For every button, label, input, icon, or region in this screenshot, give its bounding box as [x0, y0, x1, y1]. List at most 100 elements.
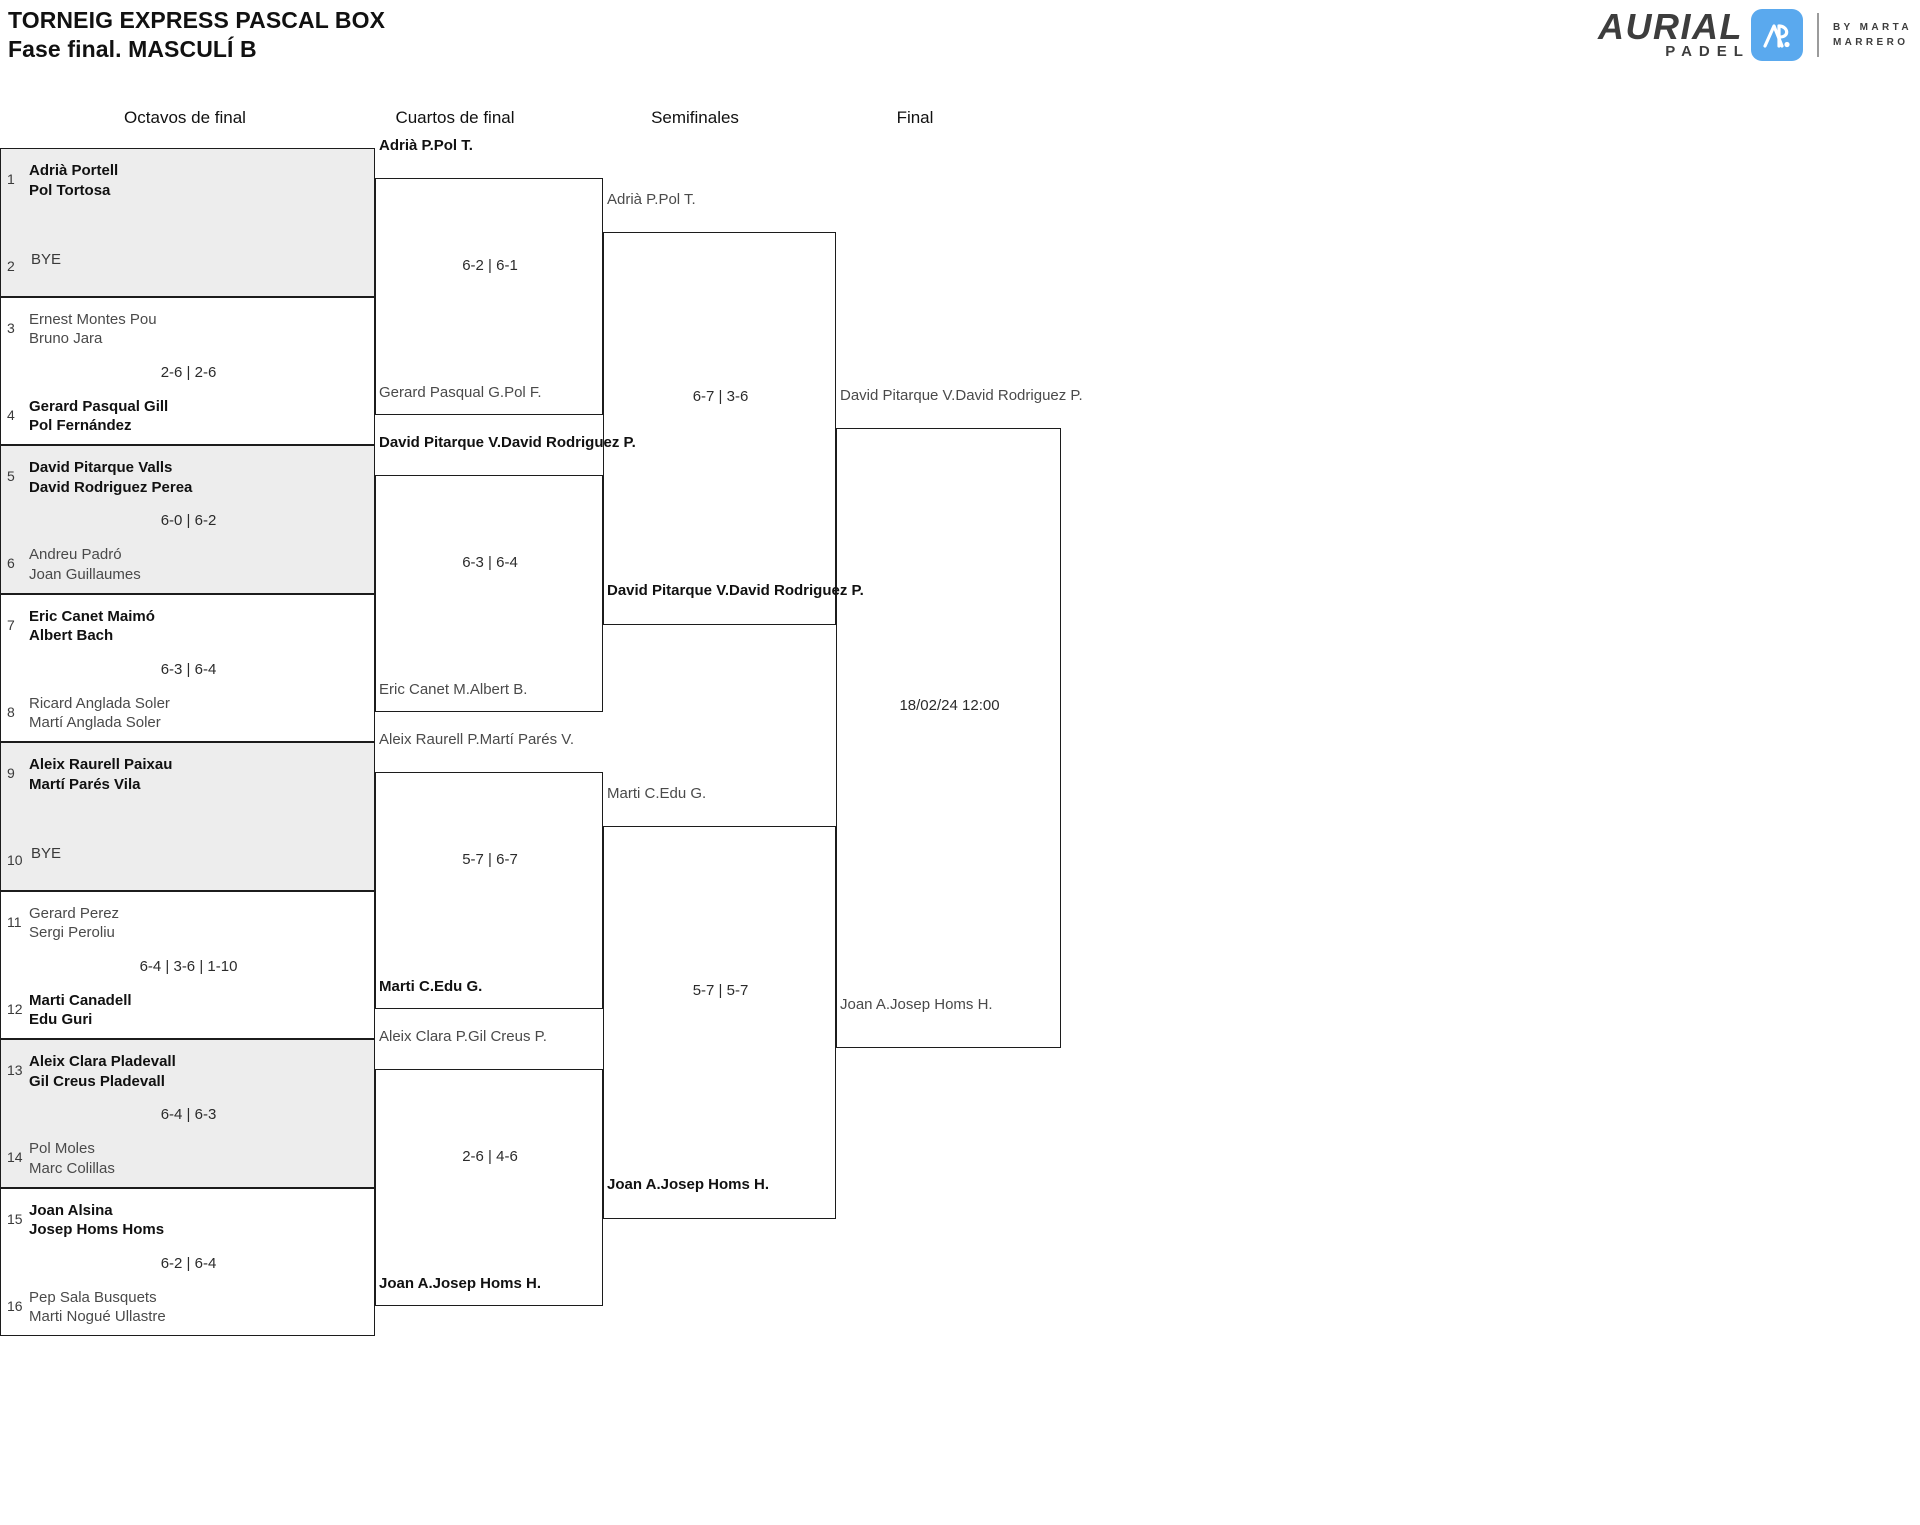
competitor-names: Joan A.Josep Homs H.: [607, 1175, 769, 1195]
seed-number: 6: [7, 555, 15, 571]
player-name-1: Marti C.: [607, 785, 660, 802]
match-score: 6-4 | 3-6 | 1-10: [139, 957, 238, 975]
player-name-1: Ernest Montes Pou: [29, 310, 157, 328]
match-score: 6-4 | 6-3: [160, 1106, 217, 1123]
player-name-1: Gerard Pasqual Gill: [29, 397, 169, 415]
seed-number: 3: [7, 319, 15, 336]
seed-number: 9: [7, 765, 15, 781]
player-name-1: David Pitarque V.: [379, 434, 501, 451]
seed-number: 1: [7, 171, 15, 187]
player-name-2: Marti Nogué Ullastre: [29, 1308, 166, 1325]
competitor-names: Joan A.Josep Homs H.: [379, 1274, 541, 1294]
competitor-names: Marti C.Edu G.: [607, 784, 706, 804]
match-connector-semifinal[interactable]: 5-7 | 5-7: [603, 826, 836, 1219]
player-name-1: Joan A.: [379, 1274, 433, 1292]
seed-number: 13: [7, 1062, 23, 1078]
match-connector-cuartos[interactable]: 5-7 | 6-7: [375, 772, 603, 1009]
match-connector-cuartos[interactable]: 6-3 | 6-4: [375, 475, 603, 712]
player-name-1: Pep Sala Busquets: [29, 1288, 157, 1306]
competitor-names: Aleix Clara P.Gil Creus P.: [379, 1027, 547, 1047]
bye-label: BYE: [31, 251, 62, 268]
match-connector-cuartos[interactable]: 2-6 | 4-6: [375, 1069, 603, 1306]
match-score: 6-7 | 3-6: [692, 387, 749, 405]
round-header-cuartos: Cuartos de final: [395, 108, 515, 127]
match-connector-final[interactable]: 18/02/24 12:00: [836, 428, 1061, 1048]
player-name-1: Eric Canet Maimó: [29, 607, 155, 625]
player-name-1: Aleix Raurell Paixau: [29, 756, 173, 773]
logo-sub-text: PADEL: [1665, 43, 1750, 60]
match-score: 5-7 | 5-7: [692, 981, 749, 999]
player-name-1: Gerard Pasqual G.: [379, 383, 505, 401]
match-connector-cuartos[interactable]: 6-2 | 6-1: [375, 178, 603, 415]
player-name-2: David Rodriguez Perea: [29, 478, 193, 496]
player-name-1: Eric Canet M.: [379, 680, 470, 698]
match-score: 2-6 | 2-6: [160, 363, 217, 381]
logo-byline-1: BY MARTA: [1832, 22, 1912, 33]
player-name-2: Bruno Jara: [29, 330, 103, 347]
player-name-2: Gil Creus P.: [467, 1028, 547, 1045]
player-name-1: Adrià P.: [379, 137, 434, 154]
player-name-1: Gerard Perez: [29, 904, 120, 922]
match-score: 6-2 | 6-4: [160, 1254, 217, 1272]
player-name-2: Josep Homs H.: [890, 996, 993, 1013]
player-name-1: David Pitarque V.: [840, 387, 956, 404]
round-header-final: Final: [896, 108, 934, 127]
match-score: 2-6 | 4-6: [462, 1148, 518, 1166]
player-name-2: Edu G.: [434, 977, 483, 995]
round-header-semifinales: Semifinales: [651, 108, 739, 127]
player-name-1: Aleix Clara P.: [379, 1028, 468, 1045]
match-connector-semifinal[interactable]: 6-7 | 3-6: [603, 232, 836, 625]
player-name-2: Josep Homs H.: [660, 1176, 769, 1193]
player-name-1: Aleix Clara Pladevall: [29, 1053, 176, 1070]
tournament-title: TORNEIG EXPRESS PASCAL BOX: [8, 7, 386, 33]
player-name-1: Joan A.: [840, 996, 891, 1013]
seed-number: 15: [7, 1210, 23, 1227]
logo-byline-2: MARRERO: [1832, 37, 1909, 48]
competitor-names: Aleix Raurell P.Martí Parés V.: [379, 730, 574, 750]
player-name-2: Pol T.: [433, 137, 473, 154]
player-name-2: Pol Fernández: [29, 417, 132, 434]
player-name-1: Aleix Raurell P.: [379, 731, 480, 748]
player-name-2: Josep Homs H.: [432, 1274, 541, 1292]
seed-number: 16: [7, 1297, 23, 1314]
player-name-2: David Rodriguez P.: [501, 434, 636, 451]
logo-wordmark: AURIAL PADEL: [1598, 9, 1743, 60]
seed-number: 5: [7, 468, 15, 484]
player-name-2: Martí Parés V.: [479, 731, 575, 748]
player-name-1: Joan Alsina: [29, 1201, 113, 1219]
match-score: 6-0 | 6-2: [160, 512, 217, 529]
competitor-names: Adrià P.Pol T.: [379, 136, 473, 156]
competitor-names: David Pitarque V.David Rodriguez P.: [379, 433, 636, 453]
player-name-1: Andreu Padró: [29, 546, 122, 563]
